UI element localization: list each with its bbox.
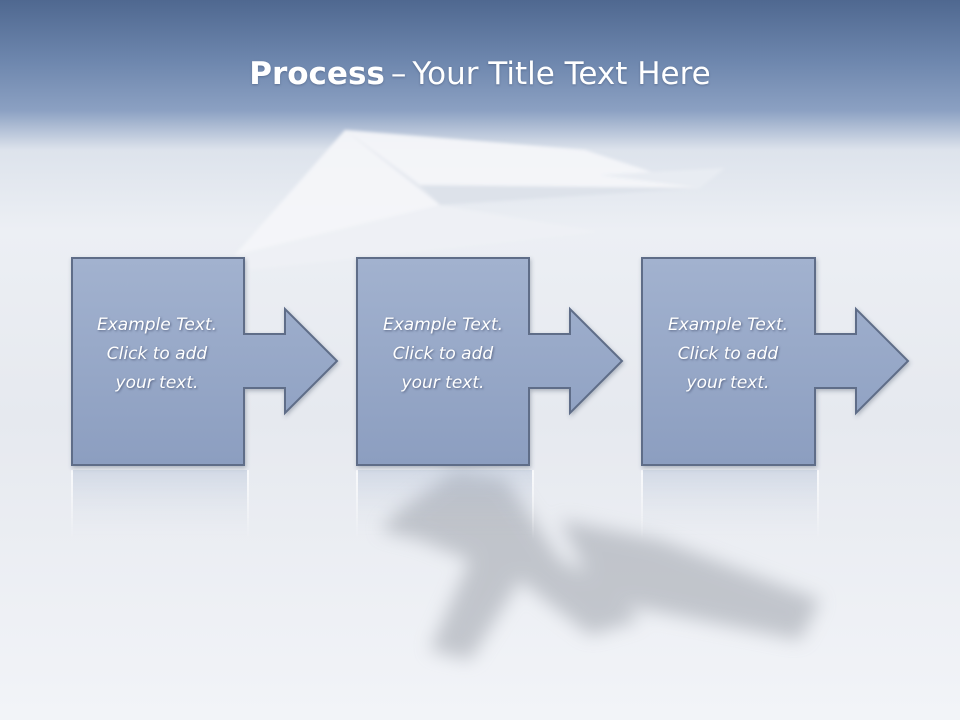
step-1-line-1: Example Text. xyxy=(96,315,218,335)
step-1-reflection xyxy=(71,470,249,540)
step-3-line-3: your text. xyxy=(686,373,770,393)
step-1-line-2: Click to add xyxy=(106,344,208,364)
paper-airplane xyxy=(235,130,725,270)
title-rest: Your Title Text Here xyxy=(412,56,711,92)
step-1-arrow-box[interactable] xyxy=(71,257,339,466)
title-separator: – xyxy=(390,56,407,92)
step-2-line-2: Click to add xyxy=(392,344,494,364)
step-1-text[interactable]: Example Text. Click to add your text. xyxy=(71,311,243,398)
step-2-arrow-box[interactable] xyxy=(356,257,624,466)
step-3-text[interactable]: Example Text. Click to add your text. xyxy=(642,311,814,398)
step-3-reflection xyxy=(641,470,819,540)
step-2-line-1: Example Text. xyxy=(382,315,504,335)
page-title[interactable]: Process–Your Title Text Here xyxy=(0,52,960,96)
step-3-arrow-box[interactable] xyxy=(641,257,910,466)
step-2-text[interactable]: Example Text. Click to add your text. xyxy=(357,311,529,398)
airplane-shadow xyxy=(380,470,820,660)
step-3-line-2: Click to add xyxy=(677,344,779,364)
step-1-line-3: your text. xyxy=(115,373,199,393)
step-2-line-3: your text. xyxy=(401,373,485,393)
step-2-reflection xyxy=(356,470,534,540)
step-3-line-1: Example Text. xyxy=(667,315,789,335)
title-bold: Process xyxy=(249,56,385,92)
